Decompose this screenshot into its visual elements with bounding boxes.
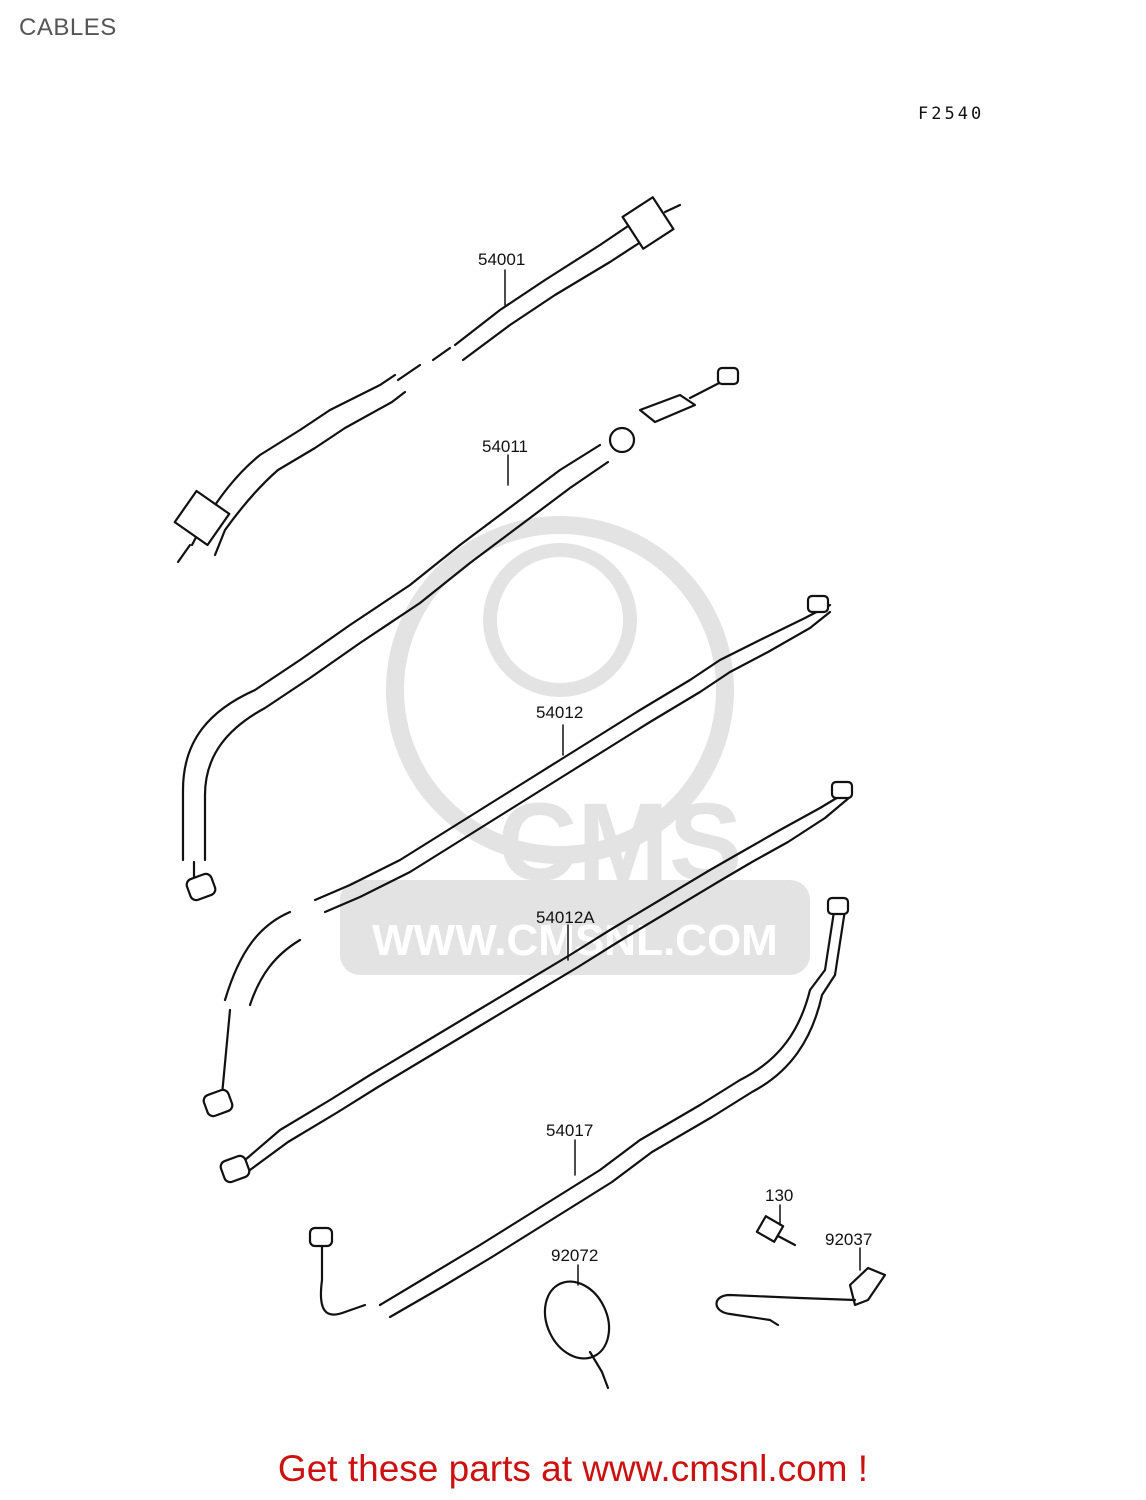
clamp-92072 [543,1280,611,1390]
part-label-130: 130 [765,1186,794,1205]
part-label-54012: 54012 [536,703,584,722]
bolt-130 [755,1215,797,1247]
part-label-54001: 54001 [478,250,526,269]
part-label-54011: 54011 [482,437,529,456]
figure-code: F2540 [918,104,985,124]
page-title: CABLES [19,14,117,41]
part-label-92072: 92072 [551,1246,599,1265]
bracket-92037 [715,1266,887,1327]
part-label-92037: 92037 [825,1230,873,1249]
cable-54012 [202,594,832,1118]
part-label-54012A: 54012A [536,908,595,927]
watermark-url: WWW.CMSNL.COM [372,916,778,965]
cable-54001 [173,196,682,564]
cable-54017 [308,896,850,1319]
part-label-54017: 54017 [546,1121,594,1140]
cable-54012A [219,780,854,1184]
cable-54011 [181,366,740,902]
watermark-brand: CMS [498,781,742,904]
cta-link[interactable]: Get these parts at www.cmsnl.com ! [277,1448,869,1489]
watermark: CMS WWW.CMSNL.COM [340,516,810,975]
